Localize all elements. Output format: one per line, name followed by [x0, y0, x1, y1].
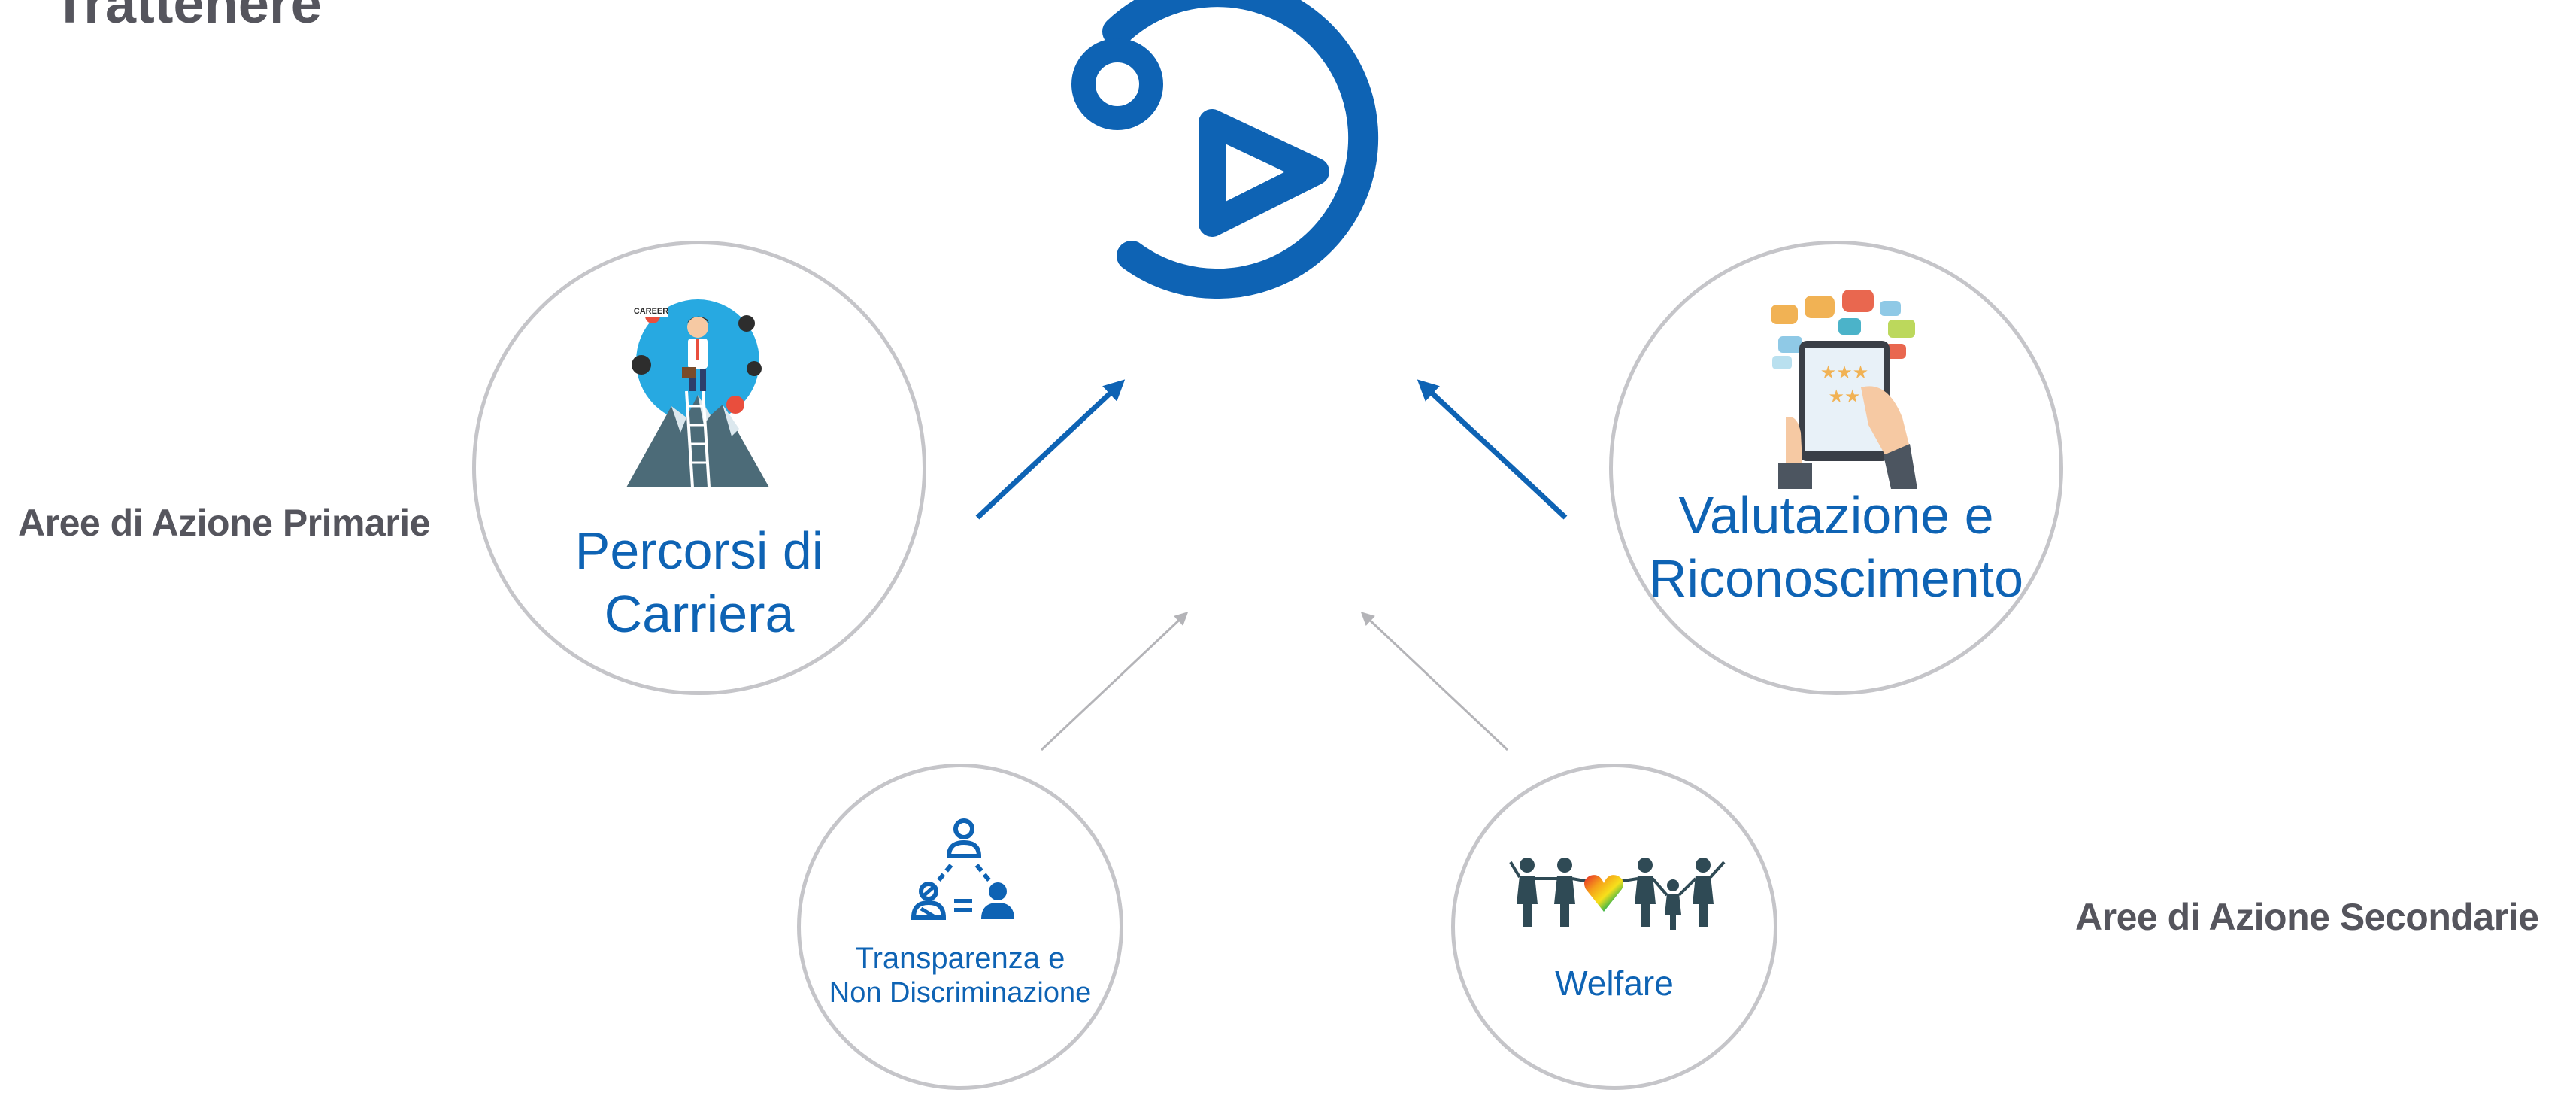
primary-arrow-right [1417, 379, 1568, 520]
node-welfare: Welfare [1451, 764, 1777, 1090]
career-paths-label: Percorsi di Carriera [476, 519, 923, 645]
family-heart-icon [1506, 852, 1732, 934]
secondary-areas-label: Aree di Azione Secondarie [2075, 896, 2539, 938]
rating-tablet-icon: ★★★ ★★ [1756, 290, 1921, 489]
play-circle-icon [1071, 0, 1379, 299]
evaluation-line2: Riconoscimento [1649, 549, 2023, 608]
svg-text:★★★: ★★★ [1820, 362, 1869, 383]
node-transparency: Transparenza e Non Discriminazione [797, 764, 1123, 1090]
welfare-label: Welfare [1455, 963, 1774, 1004]
career-badge-text: CAREER [634, 307, 669, 316]
node-evaluation-recognition: ★★★ ★★ Valutazione e Riconoscimento [1609, 241, 2063, 695]
transparency-label: Transparenza e Non Discriminazione [801, 940, 1120, 1011]
evaluation-line1: Valutazione e [1678, 486, 1994, 545]
welfare-line1: Welfare [1555, 964, 1674, 1003]
career-mountain-icon: CAREER [626, 293, 769, 489]
secondary-arrow-left [1040, 612, 1189, 751]
node-career-paths: CAREER Percorsi di Carriera [472, 241, 926, 695]
evaluation-recognition-label: Valutazione e Riconoscimento [1613, 484, 2059, 610]
career-paths-line1: Percorsi di [574, 521, 824, 580]
page-title: Trattenere [53, 0, 322, 35]
secondary-arrow-right [1360, 612, 1509, 751]
svg-text:★★: ★★ [1828, 386, 1860, 407]
primary-areas-label: Aree di Azione Primarie [18, 502, 430, 544]
primary-arrow-left [975, 379, 1126, 520]
career-paths-line2: Carriera [604, 584, 795, 643]
transparency-line2: Non Discriminazione [829, 977, 1092, 1009]
transparency-line1: Transparenza e [855, 942, 1065, 975]
equality-people-icon [908, 812, 1020, 925]
